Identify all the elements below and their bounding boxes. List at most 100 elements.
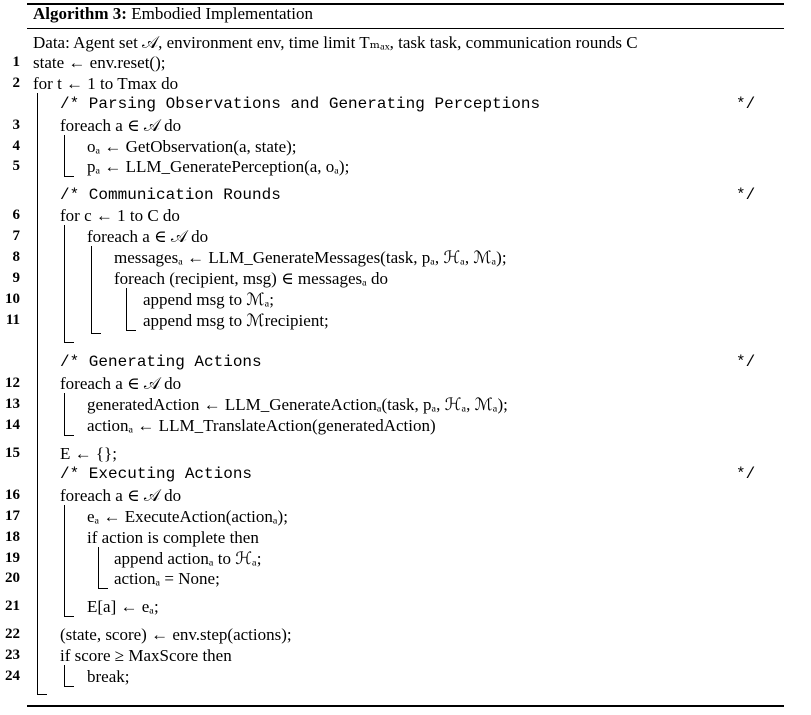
block-bar-if-complete — [98, 547, 99, 589]
line-code: append msg to ℳₐ; — [143, 290, 274, 309]
line-code: if action is complete then — [87, 528, 259, 547]
block-bar-for-c — [64, 225, 65, 343]
comment-end: */ — [736, 186, 756, 204]
algorithm-line-l23: 23 if score ≥ MaxScore then — [0, 646, 811, 666]
line-number: 9 — [12, 270, 21, 286]
line-code: actionₐ ← LLM_TranslateAction(generatedA… — [87, 416, 436, 435]
block-bar-foreach-2 — [91, 246, 92, 334]
line-code: /* Generating Actions — [60, 353, 262, 371]
algorithm-line-l15: 15 E ← {}; — [0, 444, 811, 464]
line-number: 2 — [12, 75, 21, 91]
algorithm-label: Algorithm 3: — [33, 4, 127, 23]
line-code: oₐ ← GetObservation(a, state); — [87, 137, 297, 156]
algorithm-line-c1: /* Parsing Observations and Generating P… — [0, 95, 811, 115]
line-number: 12 — [5, 375, 20, 391]
line-number: 24 — [5, 668, 20, 684]
line-code: foreach a ∈ 𝒜 do — [60, 116, 182, 135]
line-code: append actionₐ to ℋₐ; — [114, 549, 262, 568]
block-end-foreach-4 — [64, 616, 74, 617]
block-end-for-c — [64, 342, 74, 343]
block-bar-if-score — [64, 665, 65, 687]
line-number: 7 — [12, 228, 21, 244]
block-bar-foreach-msg — [126, 288, 127, 331]
algorithm-line-c3: /* Generating Actions */ — [0, 353, 811, 373]
line-code: foreach a ∈ 𝒜 do — [60, 374, 182, 393]
line-code: if score ≥ MaxScore then — [60, 646, 232, 665]
line-code: eₐ ← ExecuteAction(actionₐ); — [87, 507, 288, 526]
line-number: 4 — [12, 138, 21, 154]
line-code: E[a] ← eₐ; — [87, 597, 159, 616]
algorithm-line-l1: 1 state ← env.reset(); — [0, 53, 811, 73]
line-number: 20 — [5, 570, 20, 586]
line-code: messagesₐ ← LLM_GenerateMessages(task, p… — [114, 248, 507, 267]
algorithm-line-l21: 21 E[a] ← eₐ; — [0, 597, 811, 617]
title-rule — [27, 28, 784, 29]
line-number: 14 — [5, 417, 20, 433]
algorithm-line-l20: 20 actionₐ = None; — [0, 569, 811, 589]
line-code: (state, score) ← env.step(actions); — [60, 625, 292, 644]
block-end-foreach-1 — [64, 176, 74, 177]
algorithm-name: Embodied Implementation — [131, 4, 313, 23]
block-end-for-t — [37, 694, 47, 695]
algorithm-line-l17: 17 eₐ ← ExecuteAction(actionₐ); — [0, 507, 811, 527]
line-number: 13 — [5, 396, 20, 412]
algorithm-line-l2: 2 for t ← 1 to Tmax do — [0, 74, 811, 94]
block-end-foreach-3 — [64, 435, 74, 436]
algorithm-line-c4: /* Executing Actions */ — [0, 465, 811, 485]
block-bar-foreach-4 — [64, 505, 65, 617]
line-code: for c ← 1 to C do — [60, 206, 180, 225]
line-code: Data: Agent set 𝒜, environment env, time… — [33, 33, 638, 52]
algorithm-line-l14: 14 actionₐ ← LLM_TranslateAction(generate… — [0, 416, 811, 436]
line-code: append msg to ℳrecipient; — [143, 311, 329, 330]
line-code: foreach a ∈ 𝒜 do — [60, 486, 182, 505]
line-code: E ← {}; — [60, 444, 117, 463]
block-end-if-complete — [98, 588, 108, 589]
algorithm-line-l12: 12 foreach a ∈ 𝒜 do — [0, 374, 811, 394]
algorithm-line-l13: 13 generatedAction ← LLM_GenerateActionₐ(… — [0, 395, 811, 415]
line-code: generatedAction ← LLM_GenerateActionₐ(ta… — [87, 395, 508, 414]
algorithm-line-l11: 11 append msg to ℳrecipient; — [0, 311, 811, 331]
algorithm-line-l6: 6 for c ← 1 to C do — [0, 206, 811, 226]
line-number: 1 — [12, 54, 21, 70]
line-code: for t ← 1 to Tmax do — [33, 74, 179, 93]
algorithm-line-c2: /* Communication Rounds */ — [0, 186, 811, 206]
comment-end: */ — [736, 465, 756, 483]
bottom-rule — [27, 705, 784, 707]
algorithm-line-l22: 22 (state, score) ← env.step(actions); — [0, 625, 811, 645]
line-code: /* Parsing Observations and Generating P… — [60, 95, 541, 113]
top-rule — [27, 3, 784, 5]
line-number: 16 — [5, 487, 20, 503]
line-number: 19 — [5, 550, 20, 566]
block-end-if-score — [64, 686, 74, 687]
algorithm-line-l8: 8 messagesₐ ← LLM_GenerateMessages(task, … — [0, 248, 811, 268]
line-code: state ← env.reset(); — [33, 53, 166, 72]
block-bar-for-t — [37, 93, 38, 695]
block-bar-foreach-3 — [64, 393, 65, 436]
line-number: 3 — [12, 117, 21, 133]
line-code: /* Communication Rounds — [60, 186, 281, 204]
algorithm-title: Algorithm 3: Embodied Implementation — [33, 4, 313, 24]
line-number: 11 — [5, 312, 20, 328]
line-number: 8 — [12, 249, 21, 265]
line-number: 15 — [5, 445, 20, 461]
line-number: 17 — [5, 508, 20, 524]
line-number: 22 — [5, 626, 20, 642]
algorithm-line-l3: 3 foreach a ∈ 𝒜 do — [0, 116, 811, 136]
line-number: 23 — [5, 647, 20, 663]
line-code: actionₐ = None; — [114, 569, 220, 588]
comment-end: */ — [736, 95, 756, 113]
line-code: foreach a ∈ 𝒜 do — [87, 227, 209, 246]
line-number: 21 — [5, 598, 20, 614]
block-bar-foreach-1 — [64, 135, 65, 177]
line-number: 6 — [12, 207, 21, 223]
algorithm-line-l19: 19 append actionₐ to ℋₐ; — [0, 549, 811, 569]
block-end-foreach-2 — [91, 333, 101, 334]
line-code: /* Executing Actions — [60, 465, 253, 483]
comment-end: */ — [736, 353, 756, 371]
algorithm-line-l7: 7 foreach a ∈ 𝒜 do — [0, 227, 811, 247]
